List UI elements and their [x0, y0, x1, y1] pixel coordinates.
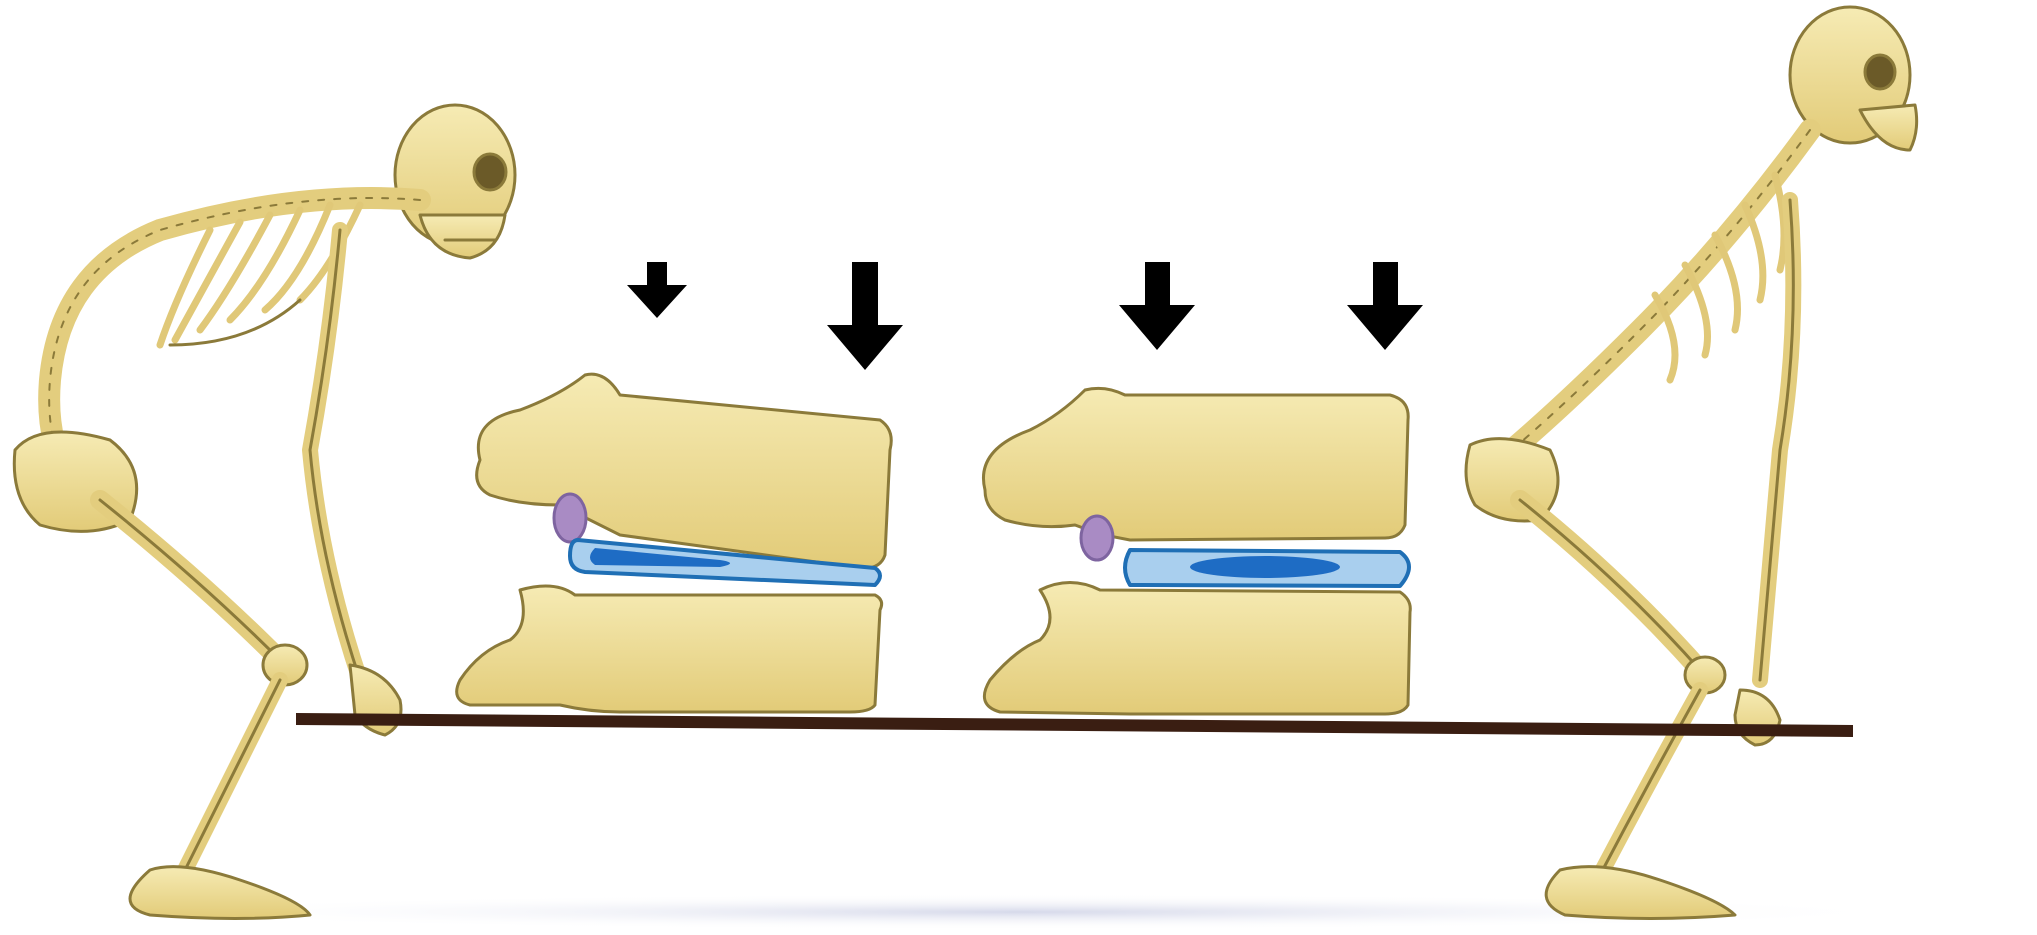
right-hand	[1733, 688, 1782, 747]
arrow-right-1	[1119, 262, 1195, 350]
arrow-right-2	[1347, 262, 1423, 350]
left-disc-nucleus	[590, 548, 730, 567]
lifting-board	[296, 713, 1853, 737]
right-disc-nucleus	[1190, 556, 1340, 578]
left-lower-vertebra	[455, 584, 884, 714]
right-vertebral-segment	[982, 386, 1412, 716]
right-foot	[1544, 865, 1737, 920]
left-arm	[302, 222, 368, 688]
left-thigh	[90, 490, 290, 670]
left-vertebral-segment	[455, 372, 893, 714]
arrow-left-small	[627, 262, 687, 318]
left-disc	[568, 538, 882, 587]
left-skeleton	[12, 103, 517, 920]
right-upper-vertebra	[982, 386, 1410, 542]
right-disc	[1123, 548, 1411, 588]
right-skeleton	[1464, 5, 1919, 920]
left-foot	[128, 865, 312, 920]
right-skull	[1788, 5, 1919, 152]
right-thigh	[1510, 490, 1710, 680]
arrow-left-large	[827, 262, 903, 370]
floor-shadow	[120, 894, 1920, 930]
left-skull	[393, 103, 517, 260]
right-nerve	[1079, 514, 1115, 562]
left-nerve	[552, 492, 588, 544]
right-lower-vertebra	[982, 581, 1412, 716]
force-arrows	[627, 262, 1423, 370]
left-upper-vertebra	[475, 372, 893, 570]
